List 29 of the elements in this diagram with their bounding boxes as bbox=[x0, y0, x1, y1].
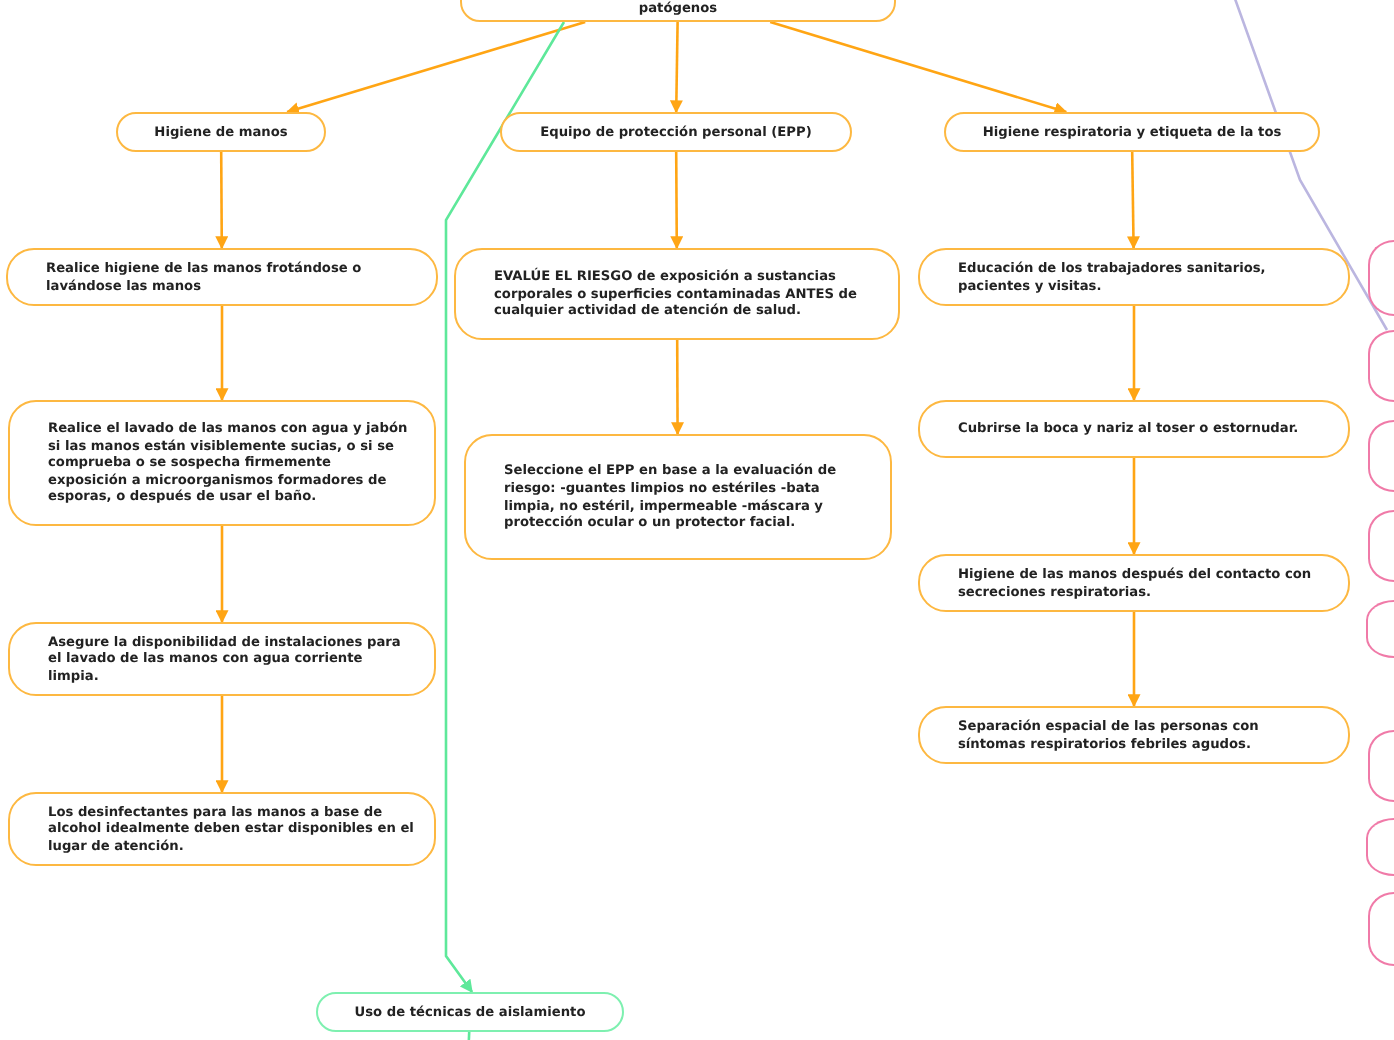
arrow bbox=[215, 306, 229, 402]
arrow bbox=[285, 20, 586, 115]
arrow bbox=[444, 21, 566, 994]
step-box bbox=[454, 248, 900, 340]
arrow bbox=[669, 21, 683, 114]
topic-box bbox=[116, 112, 326, 152]
step-box bbox=[8, 792, 436, 866]
topic-box bbox=[316, 992, 624, 1032]
arrow bbox=[671, 340, 685, 436]
step-box bbox=[918, 400, 1350, 458]
topic-box bbox=[500, 112, 852, 152]
topic-box bbox=[944, 112, 1320, 152]
arrow bbox=[1126, 152, 1140, 250]
arrow bbox=[215, 526, 229, 624]
arrow bbox=[1127, 458, 1141, 556]
step-box bbox=[918, 248, 1350, 306]
step-box bbox=[464, 434, 892, 560]
arrow bbox=[1127, 306, 1141, 402]
arrow bbox=[215, 696, 229, 794]
connector-line bbox=[1232, 0, 1389, 331]
step-box bbox=[6, 248, 438, 306]
step-box bbox=[8, 622, 436, 696]
step-box bbox=[918, 554, 1350, 612]
arrow bbox=[670, 152, 684, 250]
arrow bbox=[1127, 612, 1141, 708]
step-box bbox=[8, 400, 436, 526]
arrow bbox=[769, 20, 1068, 115]
step-box bbox=[918, 706, 1350, 764]
arrow bbox=[215, 152, 229, 250]
